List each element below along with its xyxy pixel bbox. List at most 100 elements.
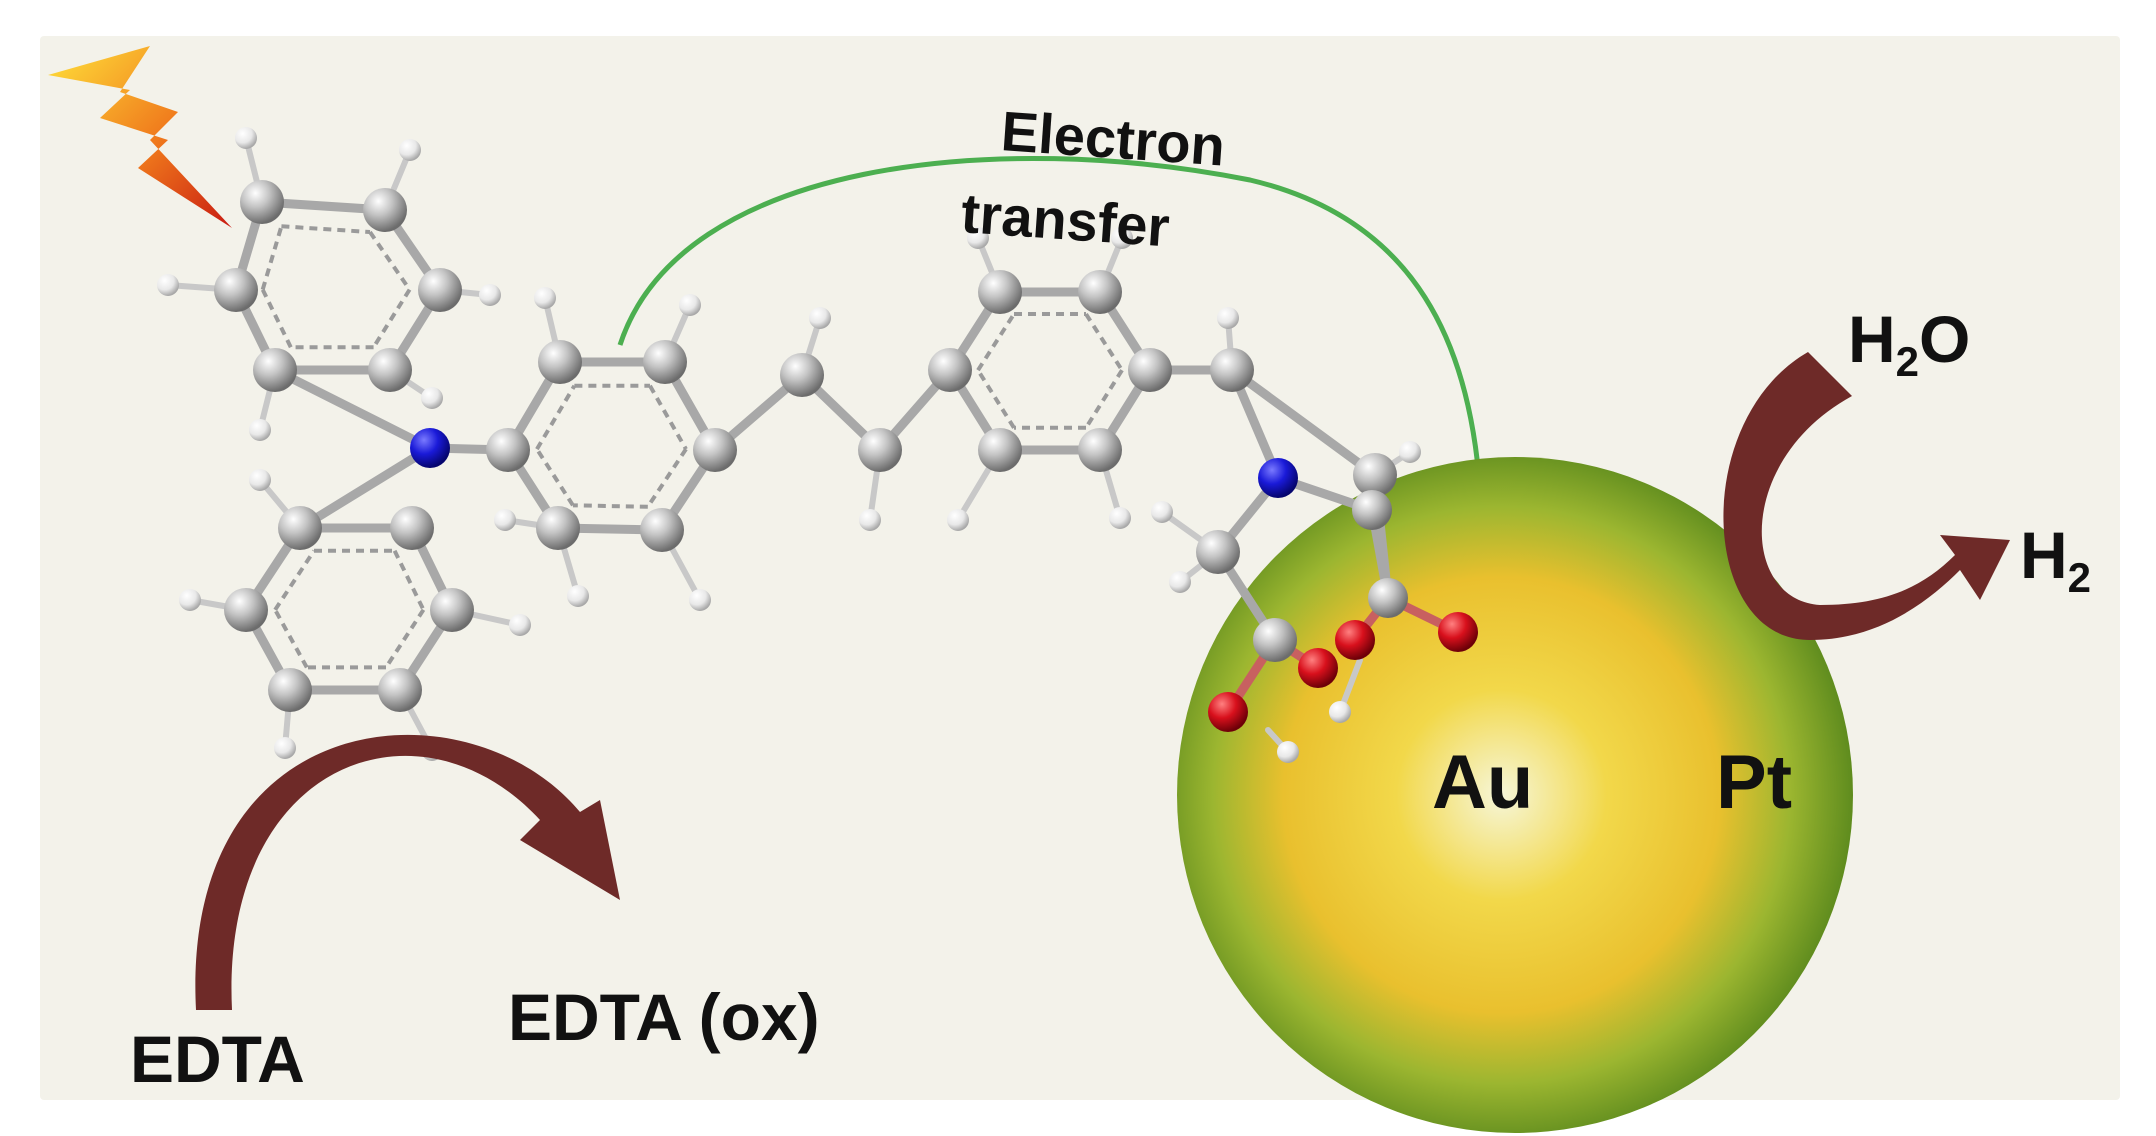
aromatic-bond xyxy=(572,503,648,509)
hydrogen-atom xyxy=(479,284,501,306)
carbon-atom xyxy=(978,428,1022,472)
aromatic-bond xyxy=(371,288,412,349)
hydrogen-atom xyxy=(249,419,271,441)
carbon-atom xyxy=(858,428,902,472)
h2-label: H2 xyxy=(2020,518,2091,601)
aromatic-bond xyxy=(1084,369,1124,429)
hydrogen-atom xyxy=(1399,441,1421,463)
carbon-atom xyxy=(418,268,462,312)
aromatic-bond xyxy=(648,384,688,451)
carbon-atom xyxy=(1078,428,1122,472)
edta-ox-label: EDTA (ox) xyxy=(508,980,820,1054)
h2o-h: H xyxy=(1848,302,1896,376)
hydrogen-atom xyxy=(179,589,201,611)
oxygen-atom xyxy=(1298,648,1338,688)
aromatic-bond xyxy=(535,448,575,507)
electron-transfer-label-line1: Electron xyxy=(999,99,1227,177)
oxygen-atom xyxy=(1438,612,1478,652)
carbon-atom xyxy=(390,506,434,550)
hydrogen-atom xyxy=(679,294,701,316)
carbon-atom xyxy=(240,180,284,224)
bond xyxy=(270,365,435,453)
carbon-atom xyxy=(1353,453,1397,497)
carbon-atom xyxy=(253,348,297,392)
carbon-atom xyxy=(368,348,412,392)
carbon-atom xyxy=(928,348,972,392)
carbon-atom xyxy=(378,668,422,712)
h2-h: H xyxy=(2020,518,2068,592)
hydrogen-atom xyxy=(274,737,296,759)
h2o-label: H2O xyxy=(1848,302,1970,385)
aromatic-bond xyxy=(273,549,316,611)
carbon-atom xyxy=(268,668,312,712)
hydrogen-atom xyxy=(947,509,969,531)
hydrogen-atom xyxy=(859,509,881,531)
carbon-atom xyxy=(1078,270,1122,314)
h2o-o: O xyxy=(1919,302,1970,376)
bond xyxy=(1227,365,1380,480)
carbon-atom xyxy=(1368,578,1408,618)
hydrogen-atom xyxy=(509,614,531,636)
carbon-atom xyxy=(780,353,824,397)
bond xyxy=(295,443,435,533)
hydrogen-atom xyxy=(421,387,443,409)
carbon-atom xyxy=(1196,530,1240,574)
h2-subscript: 2 xyxy=(2068,554,2091,601)
carbon-atom xyxy=(640,508,684,552)
carbon-atom xyxy=(486,428,530,472)
hydrogen-atom xyxy=(534,287,556,309)
carbon-atom xyxy=(1352,490,1392,530)
au-label: Au xyxy=(1432,740,1533,825)
carbon-atom xyxy=(536,506,580,550)
carbon-atom xyxy=(978,270,1022,314)
carbon-atom xyxy=(1253,618,1297,662)
electron-transfer-label-line2: transfer xyxy=(959,181,1171,258)
aromatic-bond xyxy=(260,225,284,291)
aromatic-bond xyxy=(273,608,309,669)
h2o-subscript: 2 xyxy=(1896,338,1919,385)
pt-label: Pt xyxy=(1716,740,1792,825)
hydrogen-atom xyxy=(967,227,989,249)
aromatic-bond xyxy=(368,230,412,291)
hydrogen-atom xyxy=(235,127,257,149)
carbon-atom xyxy=(643,340,687,384)
hydrogen-atom xyxy=(494,509,516,531)
carbon-atom xyxy=(430,588,474,632)
carbon-atom xyxy=(224,588,268,632)
aromatic-bond xyxy=(281,224,371,235)
aromatic-bond xyxy=(1084,312,1124,372)
carbon-atom xyxy=(214,268,258,312)
oxygen-atom xyxy=(1208,692,1248,732)
hydrogen-atom xyxy=(1109,507,1131,529)
aromatic-bond xyxy=(384,608,426,669)
hydrogen-atom xyxy=(567,585,589,607)
oxygen-atom xyxy=(1335,620,1375,660)
carbon-atom xyxy=(278,506,322,550)
molecule-structure xyxy=(157,127,1478,763)
hydrogen-atom xyxy=(1111,227,1133,249)
hydrogen-atom xyxy=(1151,501,1173,523)
carbon-atom xyxy=(363,188,407,232)
aromatic-bond xyxy=(646,448,688,508)
hydrogen-atom xyxy=(1169,571,1191,593)
aromatic-bond xyxy=(976,369,1016,429)
carbon-atom xyxy=(1128,348,1172,392)
carbon-atom xyxy=(693,428,737,472)
hydrogen-atom xyxy=(809,307,831,329)
edta-label: EDTA xyxy=(130,1022,305,1096)
hydrogen-atom xyxy=(689,589,711,611)
hydrogen-atom xyxy=(399,139,421,161)
aromatic-bond xyxy=(535,384,577,451)
hydrogen-atom xyxy=(1277,741,1299,763)
nitrogen-atom xyxy=(410,428,450,468)
lightning-bolt-icon xyxy=(48,46,232,228)
hydrogen-atom xyxy=(1217,307,1239,329)
hydrogen-atom xyxy=(1329,701,1351,723)
aromatic-bond xyxy=(392,549,426,611)
carbon-atom xyxy=(538,340,582,384)
hydrogen-atom xyxy=(157,274,179,296)
carbon-atom xyxy=(1210,348,1254,392)
aromatic-bond xyxy=(976,312,1016,372)
hydrogen-atom xyxy=(249,469,271,491)
